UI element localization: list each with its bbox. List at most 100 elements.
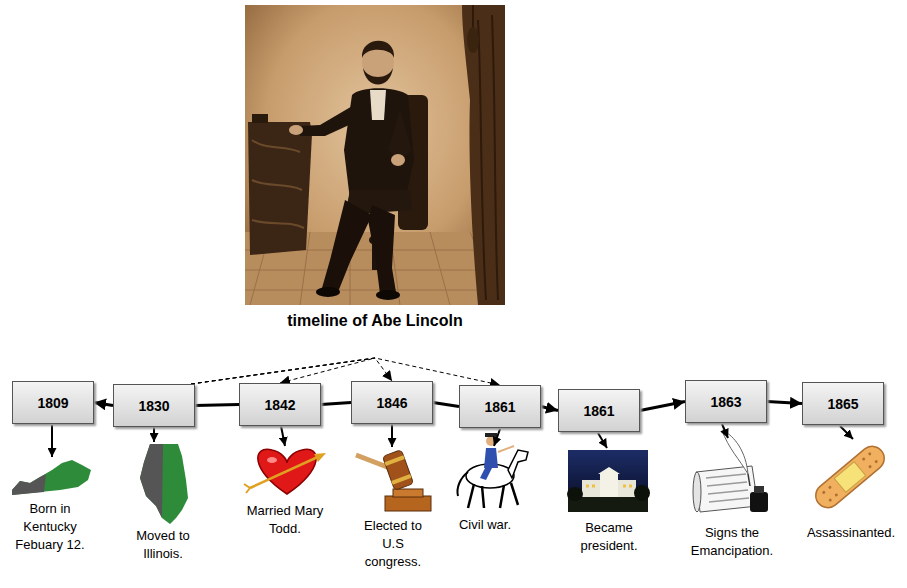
lincoln-photo: [467, 27, 479, 53]
bandage-icon: [834, 462, 865, 493]
emancipation-document-icon: [754, 486, 764, 493]
year-box: 1861: [558, 389, 640, 432]
event-caption: Assassinanted.: [802, 524, 900, 542]
white-house-photo: [586, 485, 632, 488]
timeline-arrow: [767, 402, 802, 404]
pointer-arrows: [391, 424, 393, 447]
pointer-arrows: [840, 426, 853, 439]
bandage-icon: [862, 457, 866, 461]
pointer-arrows: [52, 424, 853, 457]
white-house-photo: [568, 450, 648, 512]
horse-rider-icon: [484, 448, 498, 468]
bandage-icon: [834, 493, 838, 497]
year-text: 1861: [484, 399, 515, 415]
emancipation-document-icon: [748, 474, 750, 486]
year-box: 1861: [459, 385, 541, 428]
lincoln-photo: [316, 287, 340, 297]
bandage-icon: [828, 485, 832, 489]
timeline-arrow: [541, 407, 558, 411]
year-text: 1842: [264, 397, 295, 413]
bandage-icon: [822, 490, 826, 494]
timeline-arrow: [195, 405, 239, 406]
white-house-photo: [567, 450, 650, 512]
year-box: 1863: [685, 380, 767, 423]
emancipation-document-icon: [693, 472, 701, 512]
white-house-photo: [600, 474, 618, 497]
lincoln-photo: [370, 90, 386, 120]
gavel-icon: [393, 489, 423, 497]
pointer-arrows: [598, 433, 607, 448]
emancipation-document-icon: [750, 492, 768, 512]
lincoln-photo: [245, 5, 505, 305]
lincoln-photo: [289, 125, 303, 135]
event-caption: Born in Kentucky Febuary 12.: [11, 500, 89, 554]
lincoln-photo: [252, 140, 304, 228]
lincoln-photo: [462, 5, 505, 305]
lincoln-photo: [376, 290, 400, 300]
year-box: 1846: [351, 381, 433, 424]
horse-rider-icon: [485, 433, 497, 437]
lincoln-photo: [300, 105, 360, 136]
year-box: 1830: [113, 384, 195, 427]
bandage-icon: [811, 441, 889, 512]
diagram-title: timeline of Abe Lincoln: [235, 312, 515, 330]
kentucky-map: [12, 460, 91, 495]
heart-icon: [314, 453, 326, 462]
heart-icon: [250, 456, 320, 488]
lincoln-photo: [252, 114, 268, 123]
timeline-arrow: [433, 403, 459, 407]
event-caption: Moved to Illinois.: [135, 527, 191, 563]
bandage-icon: [811, 441, 889, 512]
bandage-icon: [811, 441, 889, 512]
horse-rider-icon: [457, 433, 528, 508]
illinois-map: [140, 444, 163, 518]
dashed-arrow: [191, 358, 500, 385]
event-caption: Married Mary Todd.: [246, 502, 324, 538]
lincoln-photo: [368, 205, 396, 294]
bandage-icon: [828, 498, 832, 502]
illinois-map: [140, 444, 188, 524]
pointer-arrows: [153, 427, 155, 442]
pointer-arrows: [722, 424, 728, 438]
kentucky-map: [12, 460, 91, 495]
emancipation-document-icon: [693, 430, 768, 512]
bandage-icon: [868, 452, 872, 456]
emancipation-document-icon: [722, 430, 748, 474]
year-text: 1809: [37, 395, 68, 411]
gavel-icon: [385, 496, 431, 511]
pointer-arrows: [51, 425, 53, 457]
lincoln-photo: [478, 15, 498, 300]
horse-rider-icon: [468, 483, 518, 508]
pointer-arrows: [494, 429, 500, 446]
year-box: 1865: [802, 382, 884, 425]
bandage-icon: [868, 465, 872, 469]
heart-icon: [244, 484, 250, 493]
bandage-icon: [874, 459, 878, 463]
kentucky-map: [12, 474, 46, 495]
timeline-arrow: [321, 403, 351, 405]
gavel-icon: [382, 450, 413, 491]
white-house-photo: [598, 467, 620, 474]
timeline-arrow: [640, 402, 685, 411]
heart-icon: [244, 449, 326, 494]
horse-rider-icon: [480, 466, 492, 480]
lincoln-photo: [388, 110, 412, 160]
gavel-icon: [391, 474, 411, 485]
horse-rider-icon: [508, 450, 528, 478]
year-text: 1863: [710, 394, 741, 410]
white-house-photo: [567, 487, 583, 501]
timeline-arrow: [94, 403, 113, 406]
year-text: 1830: [138, 398, 169, 414]
white-house-photo: [634, 485, 650, 501]
event-caption: Became president.: [572, 519, 646, 555]
year-text: 1865: [827, 396, 858, 412]
heart-icon: [267, 457, 277, 463]
illinois-map: [140, 444, 188, 524]
gavel-icon: [356, 450, 431, 511]
gavel-icon: [382, 450, 413, 491]
lincoln-photo: [322, 200, 372, 292]
lincoln-photo: [248, 122, 312, 255]
event-caption: Civil war.: [445, 516, 525, 534]
lincoln-photo: [362, 41, 394, 58]
